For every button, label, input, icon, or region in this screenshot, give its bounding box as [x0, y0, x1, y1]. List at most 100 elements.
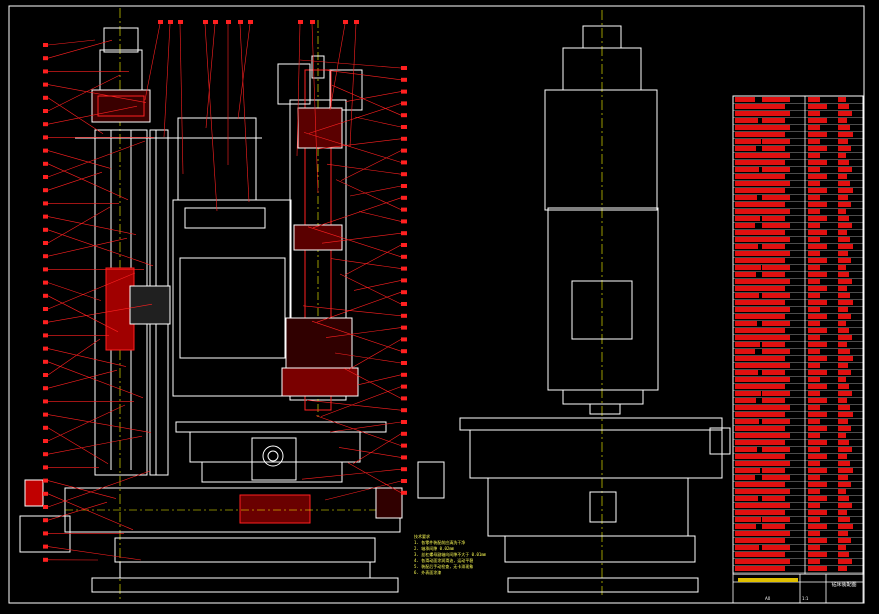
parts-list-row: [762, 503, 790, 508]
parts-list-row: [762, 328, 785, 333]
parts-list-row: [762, 370, 785, 375]
callout-balloon: [43, 505, 48, 509]
callout-balloon: [43, 518, 48, 523]
callout-balloon: [43, 293, 48, 298]
parts-list-row: [735, 342, 760, 347]
parts-list-row: [838, 188, 853, 193]
parts-list-row: [808, 440, 827, 445]
parts-list-row: [838, 342, 847, 347]
callout-balloon: [43, 478, 48, 483]
parts-list-row: [735, 146, 756, 151]
parts-list-row: [808, 349, 820, 354]
parts-list-row: [838, 363, 848, 368]
callout-balloon: [401, 490, 407, 495]
leader-line: [47, 206, 111, 244]
parts-list-row: [762, 118, 785, 123]
callout-balloon: [401, 349, 407, 354]
leader-line: [322, 69, 402, 81]
parts-list-row: [762, 104, 785, 109]
callout-balloon: [401, 243, 407, 247]
parts-list-row: [735, 314, 762, 319]
parts-list-row: [808, 307, 820, 312]
parts-list-row: [762, 202, 785, 207]
callout-balloon: [401, 408, 407, 413]
callout-balloon: [248, 20, 253, 24]
leader-line: [315, 415, 402, 446]
parts-list-row: [762, 433, 790, 438]
callout-balloon: [43, 148, 48, 153]
parts-list-row: [735, 181, 767, 186]
notes-line: 4. 各滑动面涂润滑油，运动平稳: [414, 558, 474, 563]
parts-list-row: [735, 153, 769, 158]
callout-balloon: [43, 254, 48, 259]
parts-list-row: [838, 314, 851, 319]
callout-balloon: [43, 399, 48, 404]
parts-list-row: [762, 454, 785, 459]
parts-list-row: [808, 160, 827, 165]
leader-line: [331, 84, 402, 116]
callout-balloon: [401, 89, 407, 94]
parts-list-row: [838, 139, 848, 144]
parts-list-row: [838, 125, 850, 130]
parts-list-row: [762, 237, 790, 242]
parts-list-row: [735, 174, 772, 179]
parts-list-row: [838, 370, 851, 375]
side-base: [504, 535, 696, 563]
parts-list-row: [808, 419, 820, 424]
parts-list-row: [808, 454, 827, 459]
title-block: [732, 573, 864, 604]
callout-balloon: [43, 135, 48, 140]
callout-balloon: [401, 290, 407, 295]
parts-list-row: [838, 538, 851, 543]
parts-list-row: [762, 111, 790, 116]
leader-line: [349, 185, 402, 197]
parts-list-row: [735, 251, 771, 256]
callout-balloon: [401, 361, 407, 365]
parts-list-row: [735, 258, 766, 263]
parts-list-row: [762, 531, 790, 536]
parts-list-table: [732, 95, 864, 575]
callout-balloon: [401, 372, 407, 377]
parts-list-row: [838, 377, 846, 382]
parts-list-row: [762, 223, 790, 228]
leader-line: [352, 433, 402, 465]
callout-balloon: [43, 333, 48, 338]
leader-line: [311, 320, 402, 352]
parts-list-row: [735, 321, 757, 326]
callout-balloon: [43, 465, 48, 470]
parts-list-row: [735, 223, 755, 228]
callout-balloon: [43, 201, 48, 206]
parts-list-row: [808, 146, 827, 151]
parts-list-row: [838, 391, 852, 396]
callout-balloon: [401, 219, 407, 224]
parts-list-row: [838, 461, 850, 466]
callout-balloon: [43, 43, 48, 47]
callout-balloon: [401, 184, 407, 188]
side-column: [544, 89, 658, 211]
leader-line: [47, 501, 108, 521]
leader-line: [47, 229, 154, 267]
parts-list-row: [838, 181, 850, 186]
leader-line: [354, 116, 402, 128]
top-motor: [103, 27, 139, 53]
callout-balloon: [43, 241, 48, 245]
parts-list-row: [762, 538, 785, 543]
leader-line: [47, 303, 153, 323]
parts-list-row: [808, 356, 827, 361]
leader-line: [47, 39, 113, 59]
parts-list-row: [838, 545, 846, 550]
notes-line: 3. 丝杠螺母副轴向间隙不大于 0.01mm: [414, 552, 487, 557]
parts-list-row: [762, 300, 785, 305]
parts-list-row: [762, 566, 785, 571]
parts-list-row: [808, 321, 820, 326]
parts-list-row: [735, 307, 767, 312]
leader-line: [335, 179, 402, 210]
parts-list-row: [808, 398, 827, 403]
callout-balloon: [158, 20, 163, 24]
parts-list-row: [808, 566, 827, 571]
leader-line: [47, 295, 119, 333]
callout-balloon: [43, 425, 48, 430]
leader-line: [329, 421, 402, 433]
parts-list-row: [735, 216, 760, 221]
callout-balloon: [43, 557, 48, 562]
